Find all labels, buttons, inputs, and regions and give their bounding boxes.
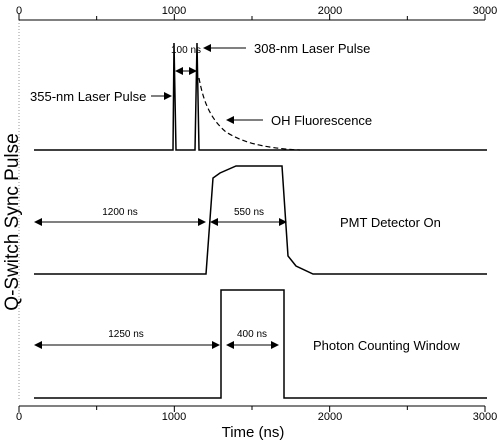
- counting-panel: 1250 ns 400 ns Photon Counting Window: [34, 289, 487, 399]
- top-tick-label-2000: 2000: [318, 5, 342, 17]
- counting-window-trace: [34, 289, 487, 399]
- bottom-axis-ticks: [18, 406, 486, 412]
- bottom-tick-label-2000: 2000: [318, 411, 342, 423]
- gap-label: 100 ns: [171, 45, 201, 56]
- bottom-tick-label-1000: 1000: [162, 411, 186, 423]
- top-axis: 0 1000 2000 3000: [16, 5, 497, 21]
- 308-pulse-label: 308-nm Laser Pulse: [254, 41, 370, 56]
- pmt-delay-label: 1200 ns: [102, 207, 138, 218]
- top-axis-ticks: [18, 14, 486, 20]
- top-tick-label-1000: 1000: [162, 5, 186, 17]
- counting-delay-label: 1250 ns: [108, 329, 144, 340]
- top-tick-label-3000: 3000: [473, 5, 497, 17]
- x-axis-title: Time (ns): [222, 424, 285, 441]
- pmt-panel: 1200 ns 550 ns PMT Detector On: [34, 165, 487, 275]
- 355-pulse-label: 355-nm Laser Pulse: [30, 89, 146, 104]
- counting-window-label: Photon Counting Window: [313, 338, 460, 353]
- fluorescence-label: OH Fluorescence: [271, 113, 372, 128]
- y-axis-label: Q-Switch Sync Pulse: [2, 133, 23, 310]
- bottom-axis: 0 1000 2000 3000 Time (ns): [16, 405, 497, 441]
- laser-pulse-trace: [34, 42, 487, 151]
- gap-dimension: 100 ns: [171, 45, 201, 75]
- pmt-gate-trace: [34, 165, 487, 275]
- counting-duration-label: 400 ns: [237, 329, 267, 340]
- bottom-tick-label-3000: 3000: [473, 411, 497, 423]
- top-tick-label-0: 0: [16, 5, 22, 17]
- bottom-tick-label-0: 0: [16, 411, 22, 423]
- pmt-label: PMT Detector On: [340, 215, 441, 230]
- pmt-duration-label: 550 ns: [234, 207, 264, 218]
- laser-panel: 100 ns 308-nm Laser Pulse 355-nm Laser P…: [30, 41, 487, 151]
